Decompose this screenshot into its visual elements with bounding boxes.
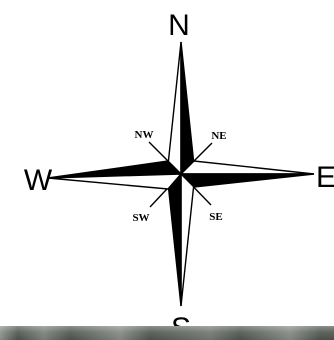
photo-strip <box>0 326 334 340</box>
southeast-label: SE <box>209 211 222 223</box>
south-point-white-half <box>181 174 194 306</box>
south-point-black-half <box>168 174 181 306</box>
northwest-label: NW <box>135 129 154 141</box>
southwest-label: SW <box>132 212 149 224</box>
east-point-white-half <box>181 161 314 174</box>
east-label: E <box>316 161 334 194</box>
north-point <box>168 42 194 174</box>
north-label: N <box>168 9 190 42</box>
north-point-black-half <box>181 42 194 174</box>
north-point-white-half <box>168 42 181 174</box>
northeast-label: NE <box>211 130 226 142</box>
west-point <box>48 161 181 189</box>
east-point <box>181 161 314 187</box>
west-label: W <box>24 164 53 197</box>
south-point <box>168 174 194 306</box>
east-point-black-half <box>181 174 314 187</box>
